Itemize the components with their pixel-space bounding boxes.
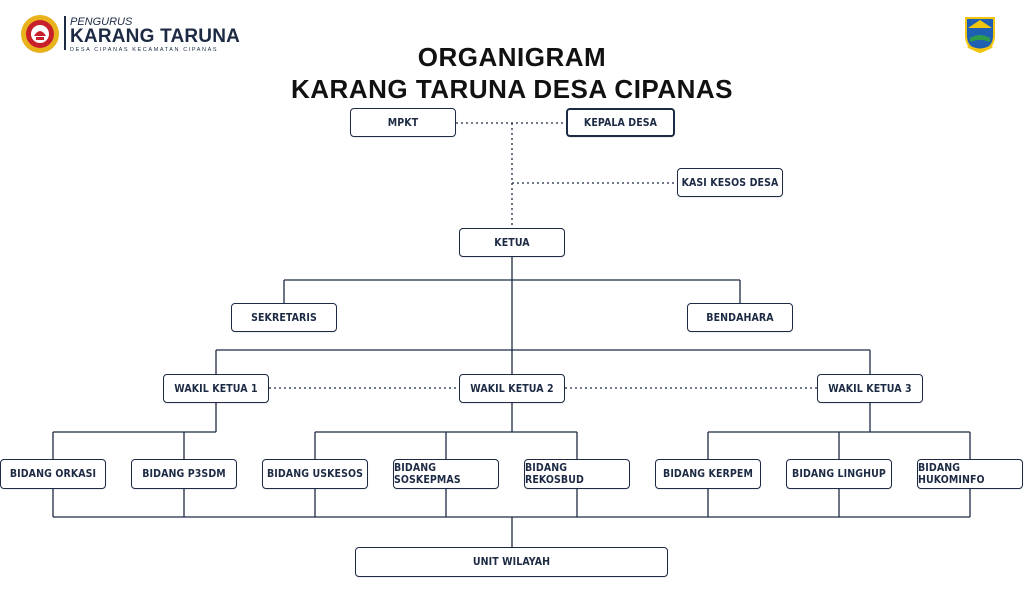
- node-bidang-hukominfo: BIDANG HUKOMINFO: [917, 459, 1023, 489]
- node-kepala-desa: KEPALA DESA: [566, 108, 675, 137]
- page-title-line-2: KARANG TARUNA DESA CIPANAS: [291, 74, 733, 104]
- brand-divider: [64, 16, 66, 50]
- node-bendahara: BENDAHARA: [687, 303, 793, 332]
- node-wakil-ketua-1: WAKIL KETUA 1: [163, 374, 269, 403]
- node-unit-wilayah: UNIT WILAYAH: [355, 547, 668, 577]
- node-ketua: KETUA: [459, 228, 565, 257]
- node-bidang-soskepmas: BIDANG SOSKEPMAS: [393, 459, 499, 489]
- brand-name: KARANG TARUNA: [70, 26, 241, 47]
- node-bidang-uskesos: BIDANG USKESOS: [262, 459, 368, 489]
- node-wakil-ketua-3: WAKIL KETUA 3: [817, 374, 923, 403]
- brand-subtitle: DESA CIPANAS KECAMATAN CIPANAS: [70, 47, 219, 53]
- node-sekretaris: SEKRETARIS: [231, 303, 337, 332]
- page-title-line-1: ORGANIGRAM: [417, 42, 607, 72]
- node-bidang-p3sdm: BIDANG P3SDM: [131, 459, 237, 489]
- node-bidang-orkasi: BIDANG ORKASI: [0, 459, 106, 489]
- node-bidang-linghup: BIDANG LINGHUP: [786, 459, 892, 489]
- node-bidang-rekosbud: BIDANG REKOSBUD: [524, 459, 630, 489]
- node-wakil-ketua-2: WAKIL KETUA 2: [459, 374, 565, 403]
- karang-taruna-emblem-icon: [21, 15, 59, 53]
- node-kasi-kesos-desa: KASI KESOS DESA: [677, 168, 783, 197]
- node-bidang-kerpem: BIDANG KERPEM: [655, 459, 761, 489]
- regency-crest-icon: [965, 17, 995, 54]
- node-mpkt: MPKT: [350, 108, 456, 137]
- brand-small-text: PENGURUS: [70, 16, 133, 28]
